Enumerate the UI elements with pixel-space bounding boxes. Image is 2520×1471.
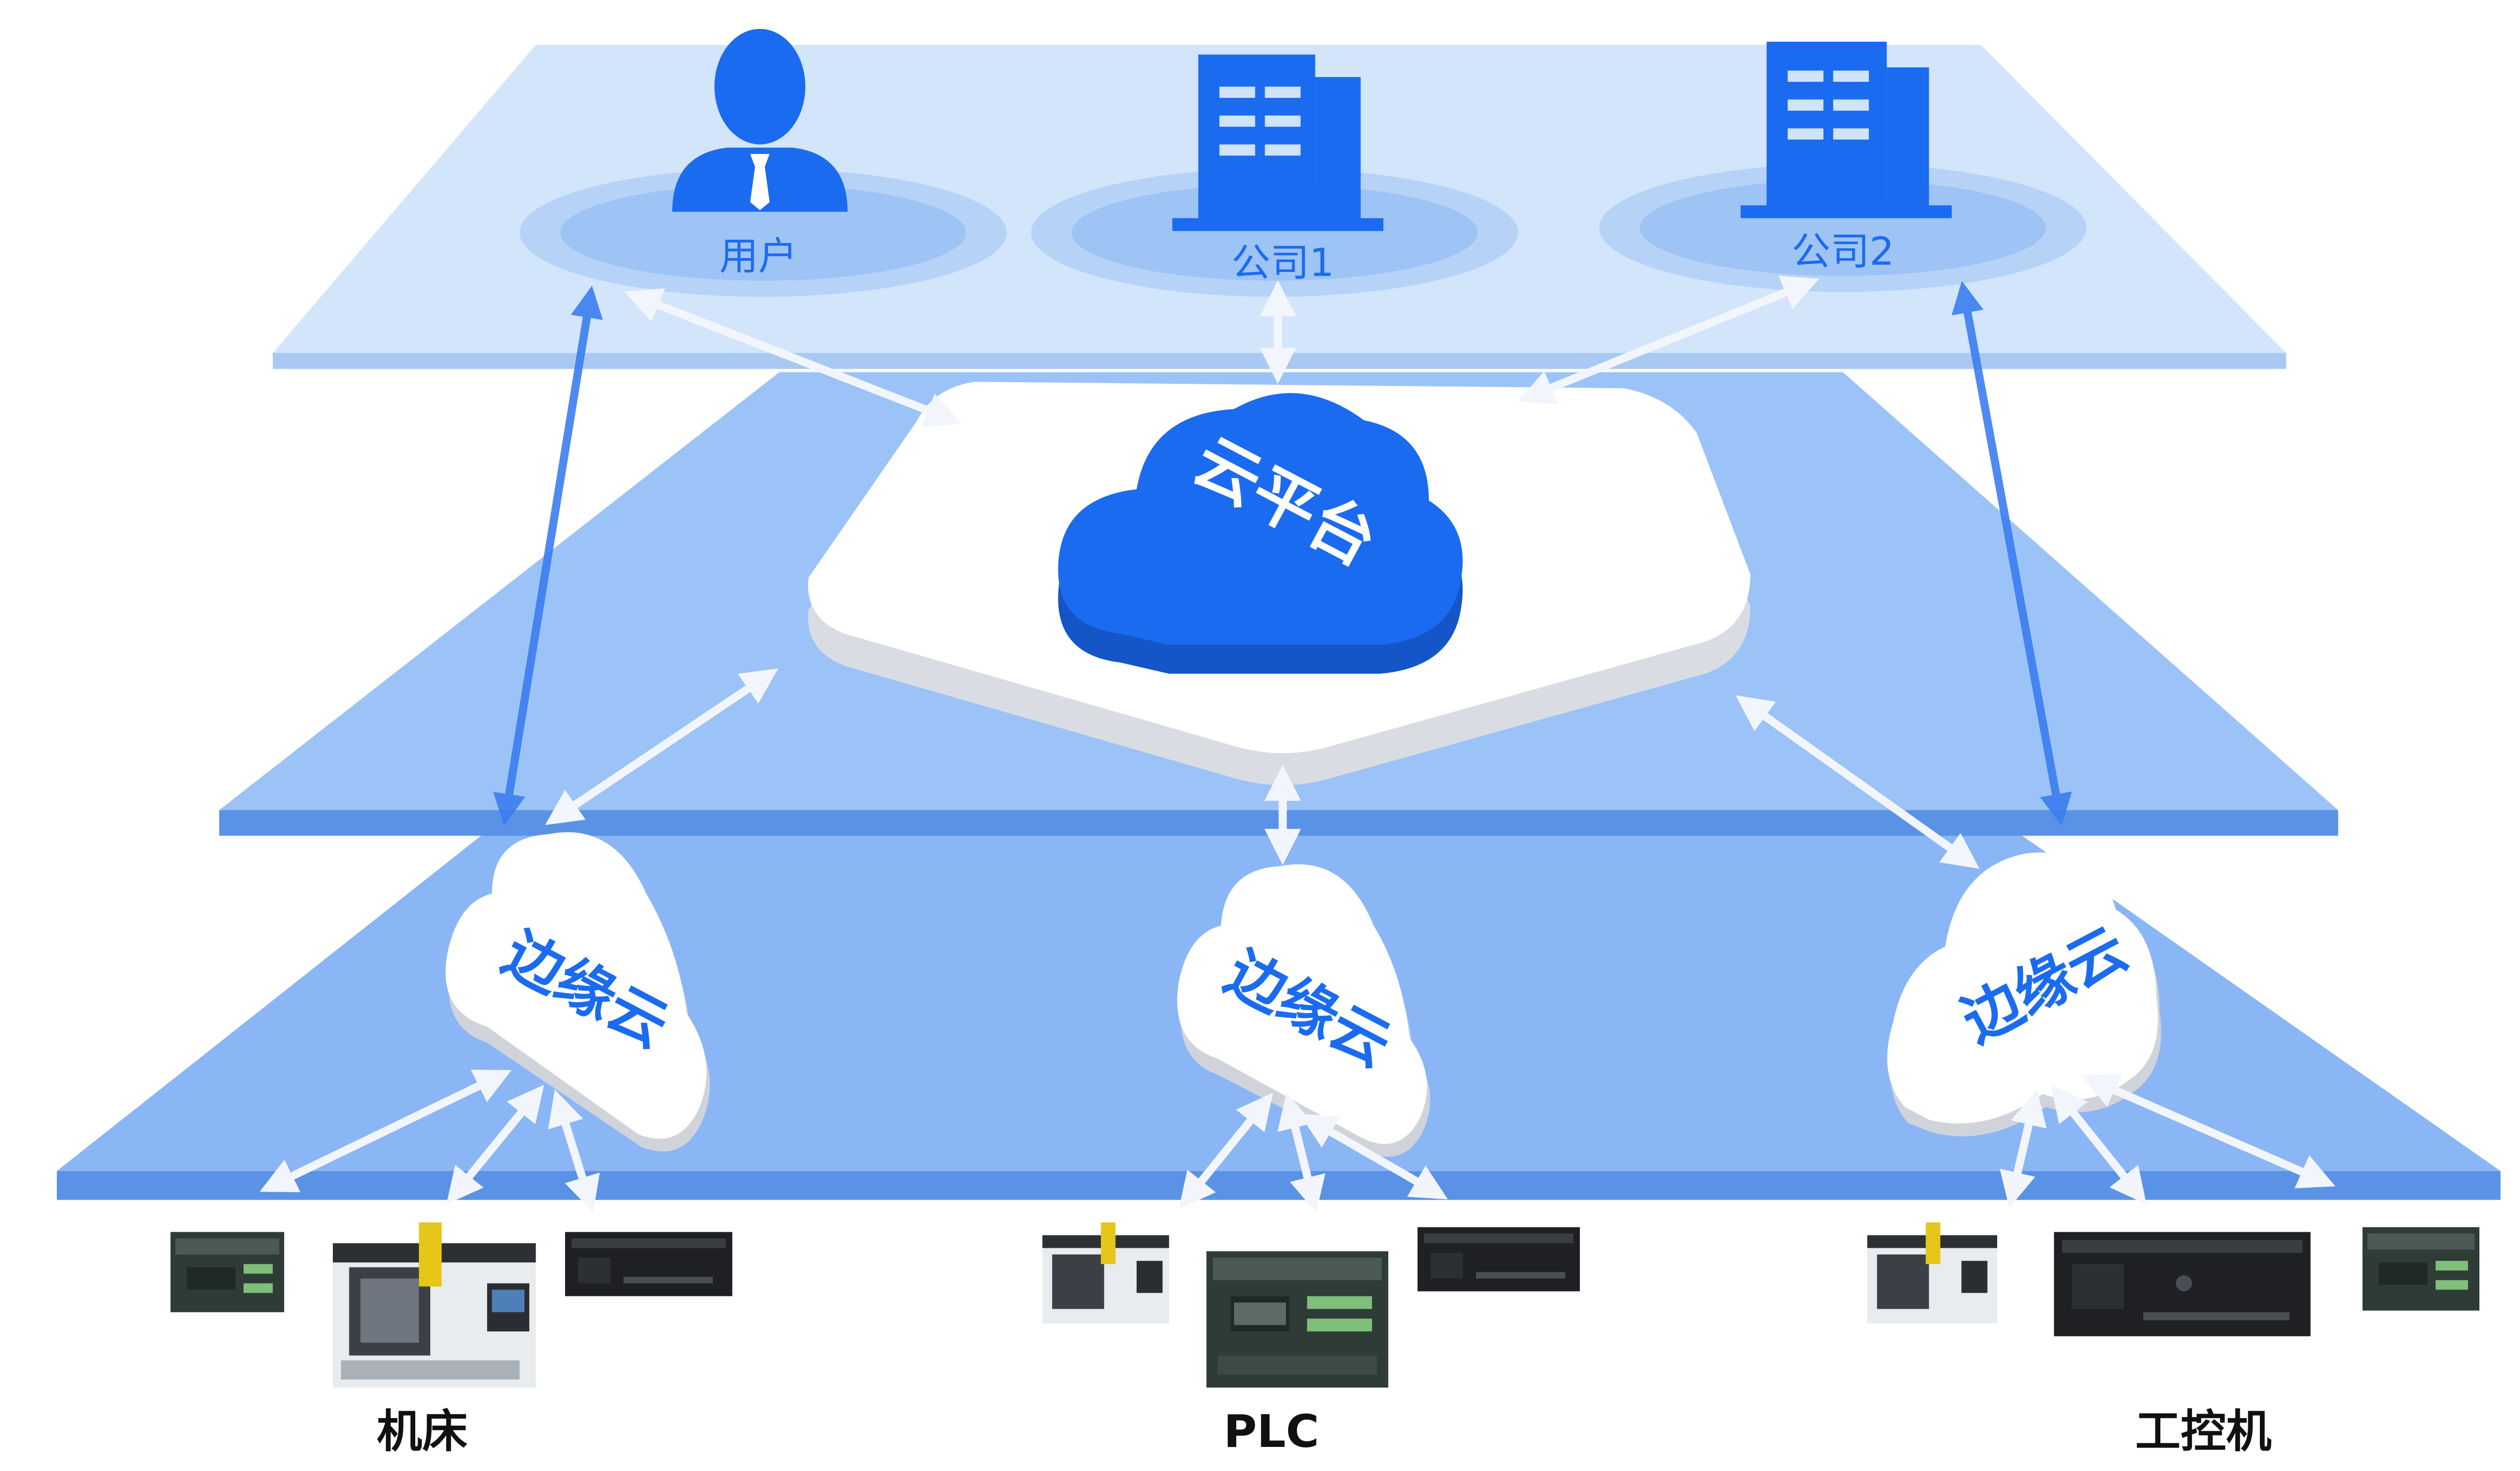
entity-label-user: 用户	[719, 234, 797, 279]
plc-icon	[1206, 1251, 1389, 1388]
cloud-icon	[1058, 393, 1463, 674]
industrial-pc-icon	[565, 1232, 733, 1296]
arrow-user-edge1	[493, 285, 603, 826]
entity-label-company2: 公司2	[1792, 230, 1894, 274]
building-icon	[1172, 54, 1384, 231]
edge-cloud-1	[445, 832, 710, 1152]
device-group-1	[170, 1222, 733, 1388]
arrow-user-platform	[624, 288, 962, 428]
device-group-label-2: PLC	[1223, 1406, 1319, 1458]
user-icon	[672, 28, 848, 212]
building-icon	[1740, 41, 1952, 218]
edge-cloud-3	[1887, 852, 2161, 1136]
cnc-machine-icon	[1042, 1222, 1169, 1324]
cnc-machine-icon	[1867, 1222, 1998, 1324]
industrial-pc-icon	[2054, 1232, 2311, 1337]
arrows-direct	[493, 280, 2072, 826]
user-pad	[519, 168, 1007, 297]
edge-cloud-2	[1177, 864, 1430, 1157]
arrows-bottom	[260, 1070, 2335, 1213]
arrow-platform-edge3	[1735, 695, 1980, 869]
arrows-top	[624, 276, 1819, 428]
plc-icon	[170, 1232, 284, 1313]
arrow-company2-edge3	[1951, 280, 2072, 826]
arrow-company2-platform	[1517, 276, 1819, 405]
entity-label-company1: 公司1	[1231, 241, 1334, 285]
company2-pad	[1599, 163, 2087, 292]
device-group-3	[1867, 1222, 2480, 1337]
device-group-label-1: 机床	[377, 1406, 468, 1458]
cnc-machine-icon	[333, 1222, 536, 1388]
plc-icon	[2362, 1227, 2480, 1311]
company1-pad	[1031, 168, 1518, 297]
industrial-pc-icon	[1417, 1227, 1580, 1292]
device-group-2	[1042, 1222, 1580, 1388]
device-group-label-3: 工控机	[2135, 1406, 2272, 1458]
